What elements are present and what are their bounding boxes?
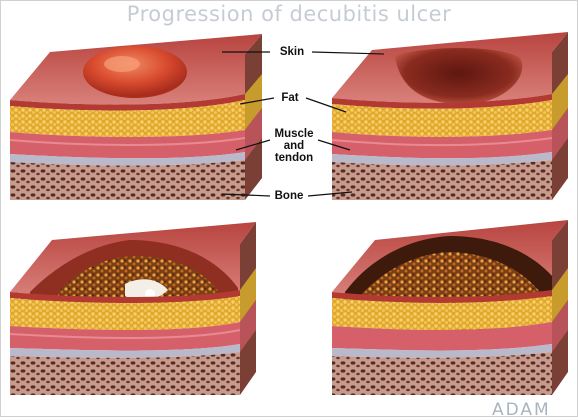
stage-4-block <box>332 220 568 395</box>
label-muscle-line-1: Muscle <box>268 128 320 140</box>
label-muscle-and-tendon: Muscle and tendon <box>268 128 320 164</box>
watermark-logo: ADAM <box>492 400 551 420</box>
label-skin: Skin <box>272 46 312 58</box>
label-fat: Fat <box>274 92 306 104</box>
label-bone: Bone <box>270 190 308 202</box>
label-muscle-line-3: tendon <box>268 152 320 164</box>
stage-1-block <box>10 34 262 200</box>
stage-3-block <box>10 222 256 395</box>
label-muscle-line-2: and <box>268 140 320 152</box>
stage-2-block <box>332 32 568 200</box>
